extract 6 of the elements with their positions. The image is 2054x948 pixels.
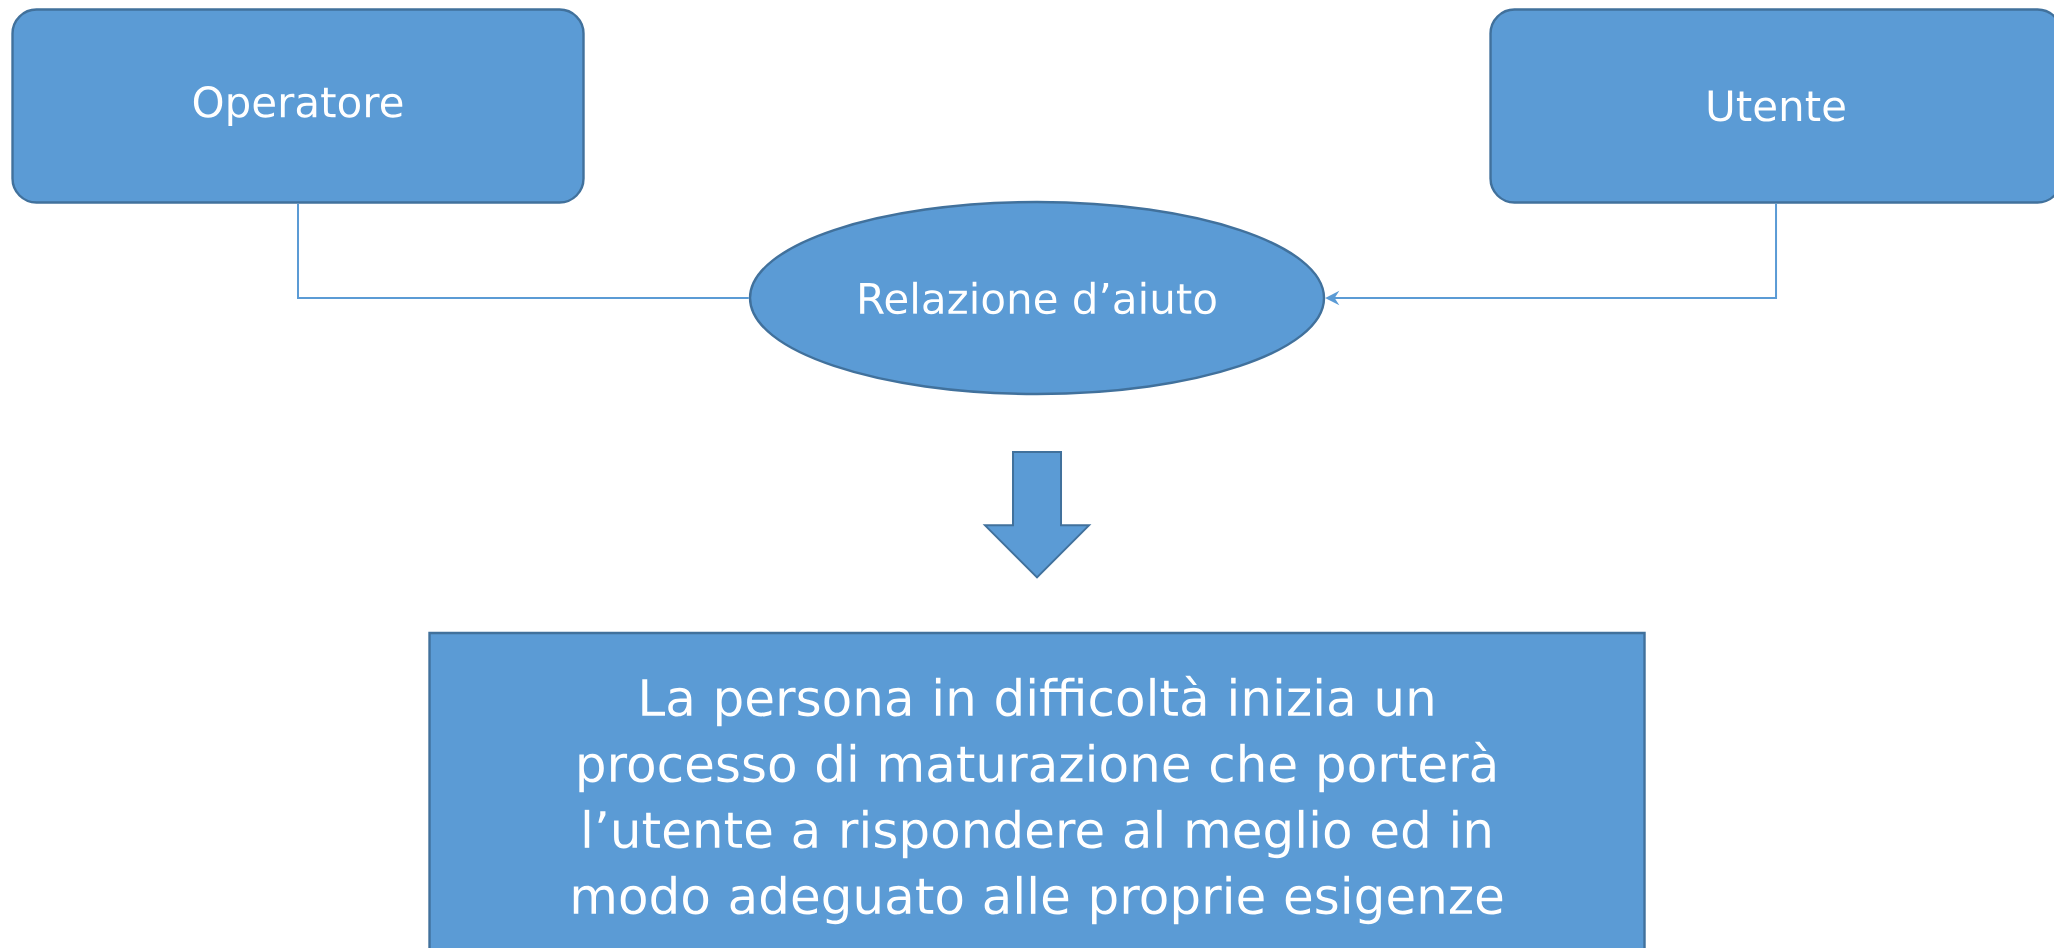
rounded-box: Utente <box>1489 8 2054 204</box>
process-box: La persona in difficoltà inizia un processo di maturazione che porterà l’utente a rispondere al meglio ed in modo adeguato alle proprie esigenze <box>428 631 1646 948</box>
connector <box>297 202 750 299</box>
rounded-box: Operatore <box>11 8 585 204</box>
block-arrow <box>982 451 1092 579</box>
ellipse-node: Relazione d’aiuto <box>748 200 1326 396</box>
